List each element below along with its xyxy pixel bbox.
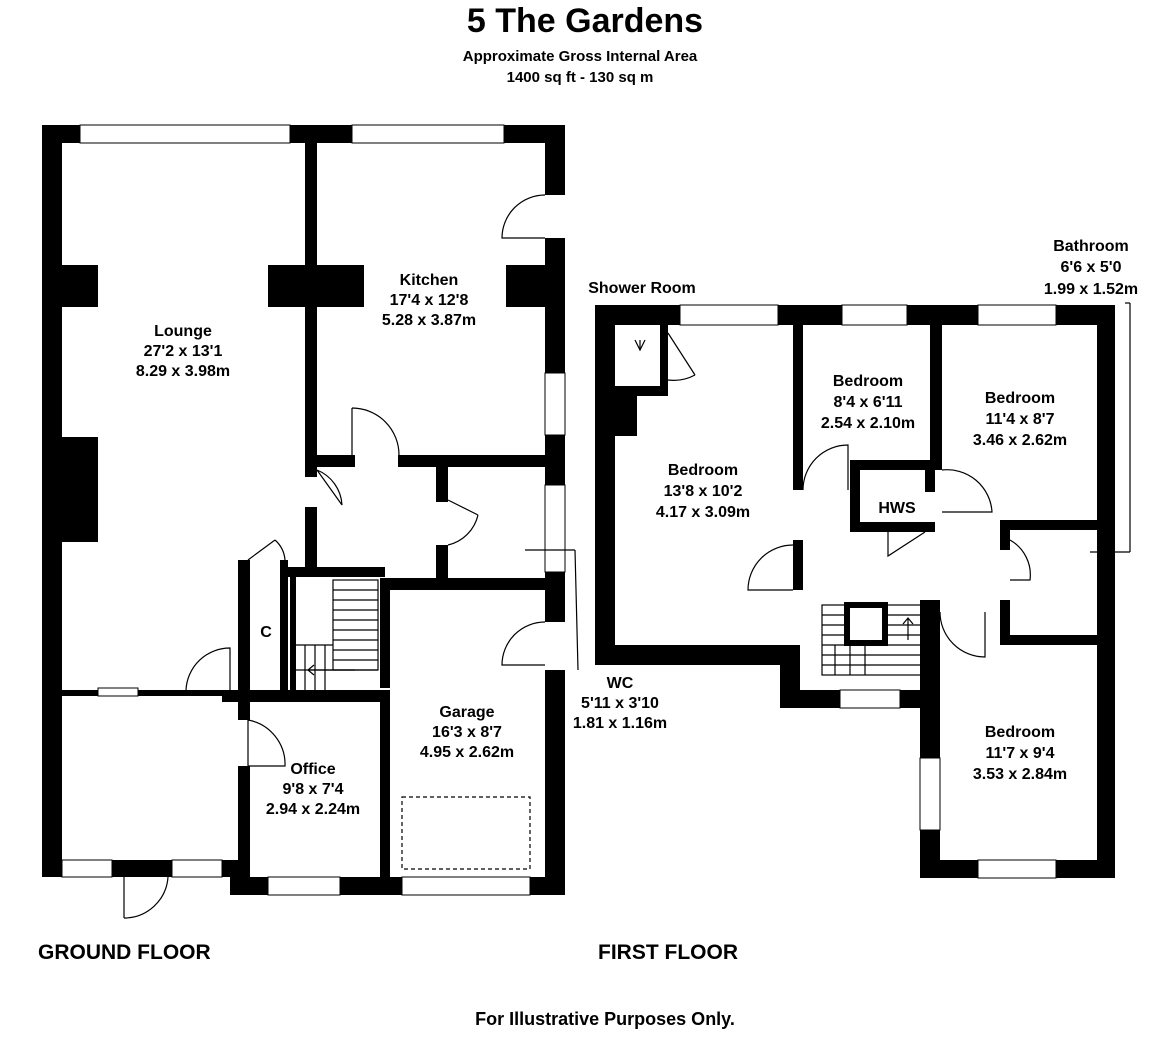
first-floor-label: FIRST FLOOR [598,941,738,964]
garage-metric: 4.95 x 2.62m [420,744,514,761]
kitchen-imperial: 17'4 x 12'8 [390,292,469,309]
ground-floor-details [123,150,579,919]
area-label: Approximate Gross Internal Area [462,48,698,65]
bedroom3-metric: 3.46 x 2.62m [973,432,1067,449]
wc-metric: 1.81 x 1.16m [573,715,667,732]
ground-floor-label: GROUND FLOOR [38,941,211,964]
area-value: 1400 sq ft - 130 sq m [506,69,654,86]
bedroom1-imperial: 13'8 x 10'2 [664,483,743,500]
bedroom4-metric: 3.53 x 2.84m [973,766,1067,783]
bedroom2-metric: 2.54 x 2.10m [821,415,915,432]
bedroom2-name: Bedroom [833,373,903,390]
bathroom-metric: 1.99 x 1.52m [1044,281,1138,298]
kitchen-metric: 5.28 x 3.87m [382,312,476,329]
office-metric: 2.94 x 2.24m [266,801,360,818]
bedroom1-name: Bedroom [668,462,738,479]
garage-name: Garage [439,704,494,721]
wc-imperial: 5'11 x 3'10 [581,695,659,712]
garage-imperial: 16'3 x 8'7 [432,724,502,741]
office-name: Office [290,761,335,778]
bedroom3-name: Bedroom [985,390,1055,407]
plan-title: 5 The Gardens [466,2,704,40]
bedroom4-name: Bedroom [985,724,1055,741]
first-floor-plan [595,304,1115,879]
disclaimer: For Illustrative Purposes Only. [475,1009,735,1029]
first-floor-details [634,302,1131,676]
bathroom-imperial: 6'6 x 5'0 [1061,259,1122,276]
office-imperial: 9'8 x 7'4 [283,781,344,798]
wc-name: WC [607,675,634,692]
ground-floor-plan [42,124,566,896]
hws-name: HWS [878,500,916,517]
bedroom1-metric: 4.17 x 3.09m [656,504,750,521]
lounge-imperial: 27'2 x 13'1 [144,343,223,360]
kitchen-name: Kitchen [400,272,459,289]
room-labels: Lounge 27'2 x 13'1 8.29 x 3.98m Kitchen … [136,238,1138,818]
bedroom3-imperial: 11'4 x 8'7 [985,411,1054,428]
bedroom4-imperial: 11'7 x 9'4 [985,745,1054,762]
shower-room-name: Shower Room [588,280,696,297]
lounge-metric: 8.29 x 3.98m [136,363,230,380]
bedroom2-imperial: 8'4 x 6'11 [833,394,902,411]
cupboard-name: C [260,624,272,641]
bathroom-name: Bathroom [1053,238,1129,255]
lounge-name: Lounge [154,323,212,340]
